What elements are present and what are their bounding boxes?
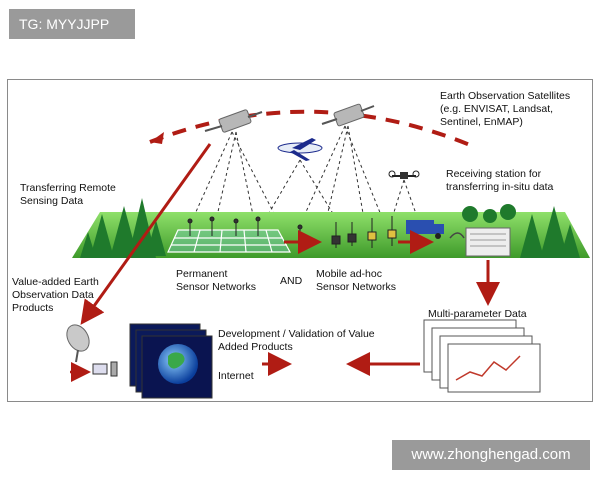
satellite-1-icon [204, 109, 263, 133]
diagram-frame [7, 79, 593, 402]
watermark-top: TG: MYYJJPP [9, 9, 135, 39]
label-and: AND [280, 275, 303, 287]
label-mobile-networks: Mobile ad-hoc Sensor Networks [316, 268, 396, 293]
monitors-globe-icon [129, 323, 213, 399]
downlink-arrow [80, 143, 212, 325]
trees [80, 198, 580, 258]
sensor-beams [189, 125, 421, 226]
label-receiving-station: Receiving station for transferring in-si… [446, 168, 554, 193]
satellite-dish-icon [66, 324, 90, 363]
grass-ground [72, 212, 590, 258]
computer-icon [92, 361, 118, 377]
satellite-2-icon [321, 103, 375, 127]
orbit-arrowhead [150, 132, 164, 144]
sensor-grid [167, 229, 292, 253]
label-permanent-networks: Permanent Sensor Networks [176, 268, 256, 293]
label-transferring-remote: Transferring Remote Sensing Data [20, 182, 116, 207]
watermark-bottom: www.zhonghengad.com [392, 440, 590, 470]
airplane-icon [277, 138, 323, 161]
label-development: Development / Validation of Value Added … [218, 328, 375, 353]
label-internet: Internet [218, 370, 254, 382]
sensor-stations [187, 216, 397, 248]
label-value-added: Value-added Earth Observation Data Produ… [12, 276, 99, 314]
multi-parameter-charts [423, 319, 541, 393]
label-satellites: Earth Observation Satellites (e.g. ENVIS… [440, 90, 571, 128]
drone-icon [388, 170, 420, 179]
label-multi-parameter: Multi-parameter Data [428, 308, 527, 320]
receiving-station-icon [449, 227, 511, 257]
